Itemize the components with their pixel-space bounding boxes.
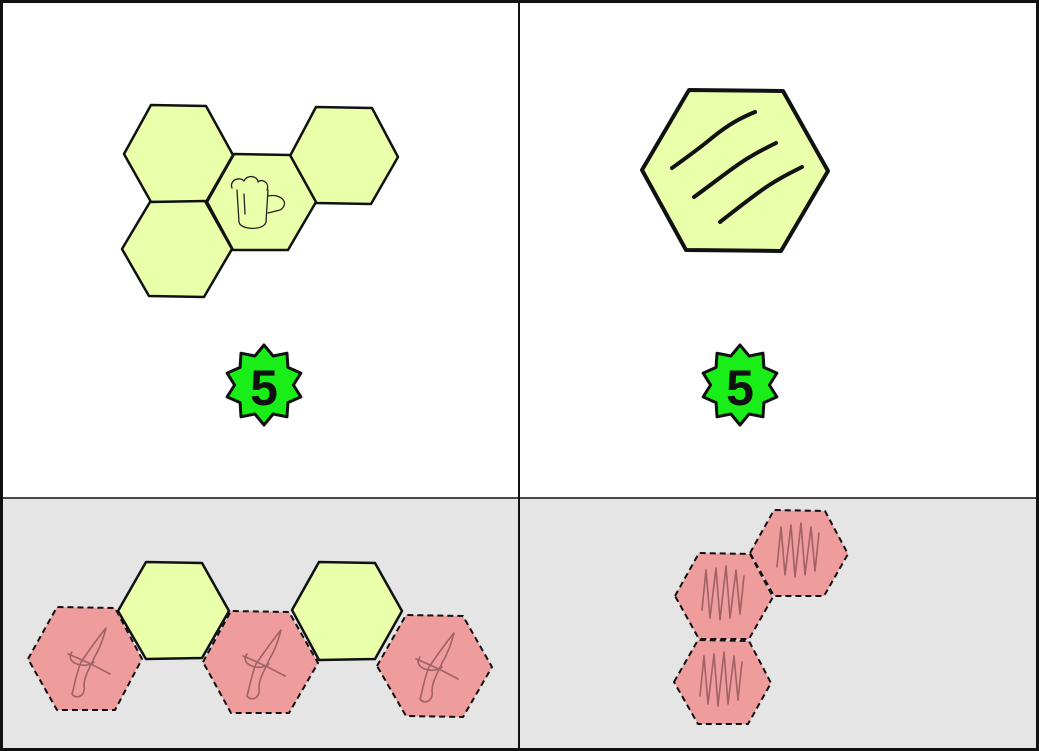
right-required-pattern xyxy=(640,88,830,253)
score-value: 5 xyxy=(250,360,278,416)
forbidden-hex-tile xyxy=(673,639,772,725)
left-required-pattern xyxy=(120,103,400,299)
left-card[interactable]: 5 xyxy=(2,2,519,749)
left-restriction-pattern xyxy=(27,560,493,718)
zigzag-icon xyxy=(699,651,743,707)
score-star-icon xyxy=(225,343,303,427)
yellow-hex-tile xyxy=(116,560,231,661)
zigzag-icon xyxy=(776,522,820,578)
score-value: 5 xyxy=(726,360,754,416)
forbidden-hex-tile xyxy=(749,509,849,597)
zigzag-icon xyxy=(701,565,745,621)
wizard-hat-icon xyxy=(67,627,111,698)
yellow-hex-tile xyxy=(640,88,830,253)
forbidden-hex-tile xyxy=(202,610,319,714)
wizard-hat-icon xyxy=(242,629,286,700)
forbidden-hex-tile xyxy=(376,614,493,718)
yellow-hex-tile xyxy=(290,560,404,662)
mug-icon xyxy=(230,175,285,230)
score-badge: 5 xyxy=(225,343,303,427)
yellow-hex-tile xyxy=(205,152,318,252)
wave-lines-icon xyxy=(670,110,804,224)
right-card[interactable]: 5 xyxy=(519,2,1037,749)
score-star-icon xyxy=(701,343,779,427)
right-restriction-pattern xyxy=(673,509,849,725)
wizard-hat-icon xyxy=(415,632,459,703)
forbidden-hex-tile xyxy=(27,606,143,711)
forbidden-hex-tile xyxy=(674,552,774,640)
score-badge: 5 xyxy=(701,343,779,427)
